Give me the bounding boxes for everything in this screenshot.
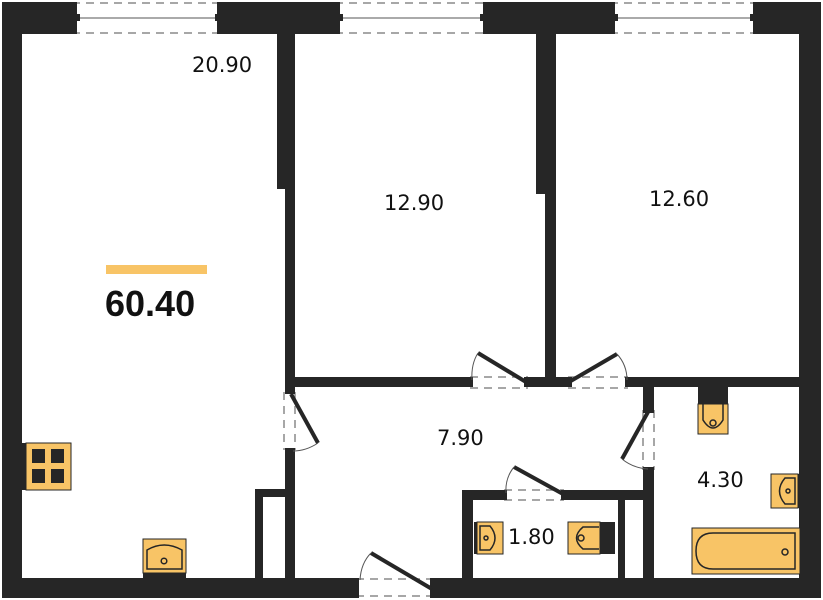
wall (2, 578, 354, 598)
stove-icon (22, 442, 72, 491)
room-area-toilet: 1.80 (508, 525, 555, 549)
room-area-bedroom-2: 12.60 (649, 187, 710, 211)
toilet-icon (567, 521, 615, 555)
wall (488, 2, 610, 34)
wall (255, 489, 285, 497)
wall (564, 490, 644, 500)
wall (285, 451, 295, 581)
room-area-bathroom: 4.30 (697, 468, 744, 492)
wall (643, 387, 654, 412)
toilet-icon (697, 387, 729, 435)
wall (527, 377, 569, 387)
door (620, 407, 655, 473)
door (502, 465, 566, 501)
wall (222, 2, 335, 34)
washbasin-icon (474, 521, 504, 555)
wall (545, 194, 556, 384)
wall (618, 500, 625, 580)
wall (628, 377, 799, 387)
wall (643, 469, 654, 579)
room-area-bedroom-1: 12.90 (384, 191, 445, 215)
window (610, 2, 758, 34)
door (566, 352, 631, 389)
wall (285, 189, 295, 389)
wall (255, 489, 263, 579)
wall (277, 34, 295, 189)
entrance-door (354, 551, 435, 598)
total-area-accent-bar (106, 265, 207, 274)
room-area-living-kitchen: 20.90 (192, 53, 253, 77)
wall (434, 578, 821, 598)
bathtub-icon (691, 527, 801, 575)
wall (462, 490, 473, 580)
wall (285, 377, 473, 387)
door (283, 389, 320, 453)
wall (799, 2, 821, 598)
room-area-hallway: 7.90 (437, 426, 484, 450)
wall (2, 2, 22, 598)
window (335, 2, 488, 34)
total-area: 60.40 (105, 283, 196, 324)
door (467, 351, 530, 389)
wall (462, 490, 504, 500)
wall (536, 34, 556, 194)
washbasin-icon (770, 473, 802, 509)
sink-icon (142, 538, 187, 578)
window (72, 2, 222, 34)
